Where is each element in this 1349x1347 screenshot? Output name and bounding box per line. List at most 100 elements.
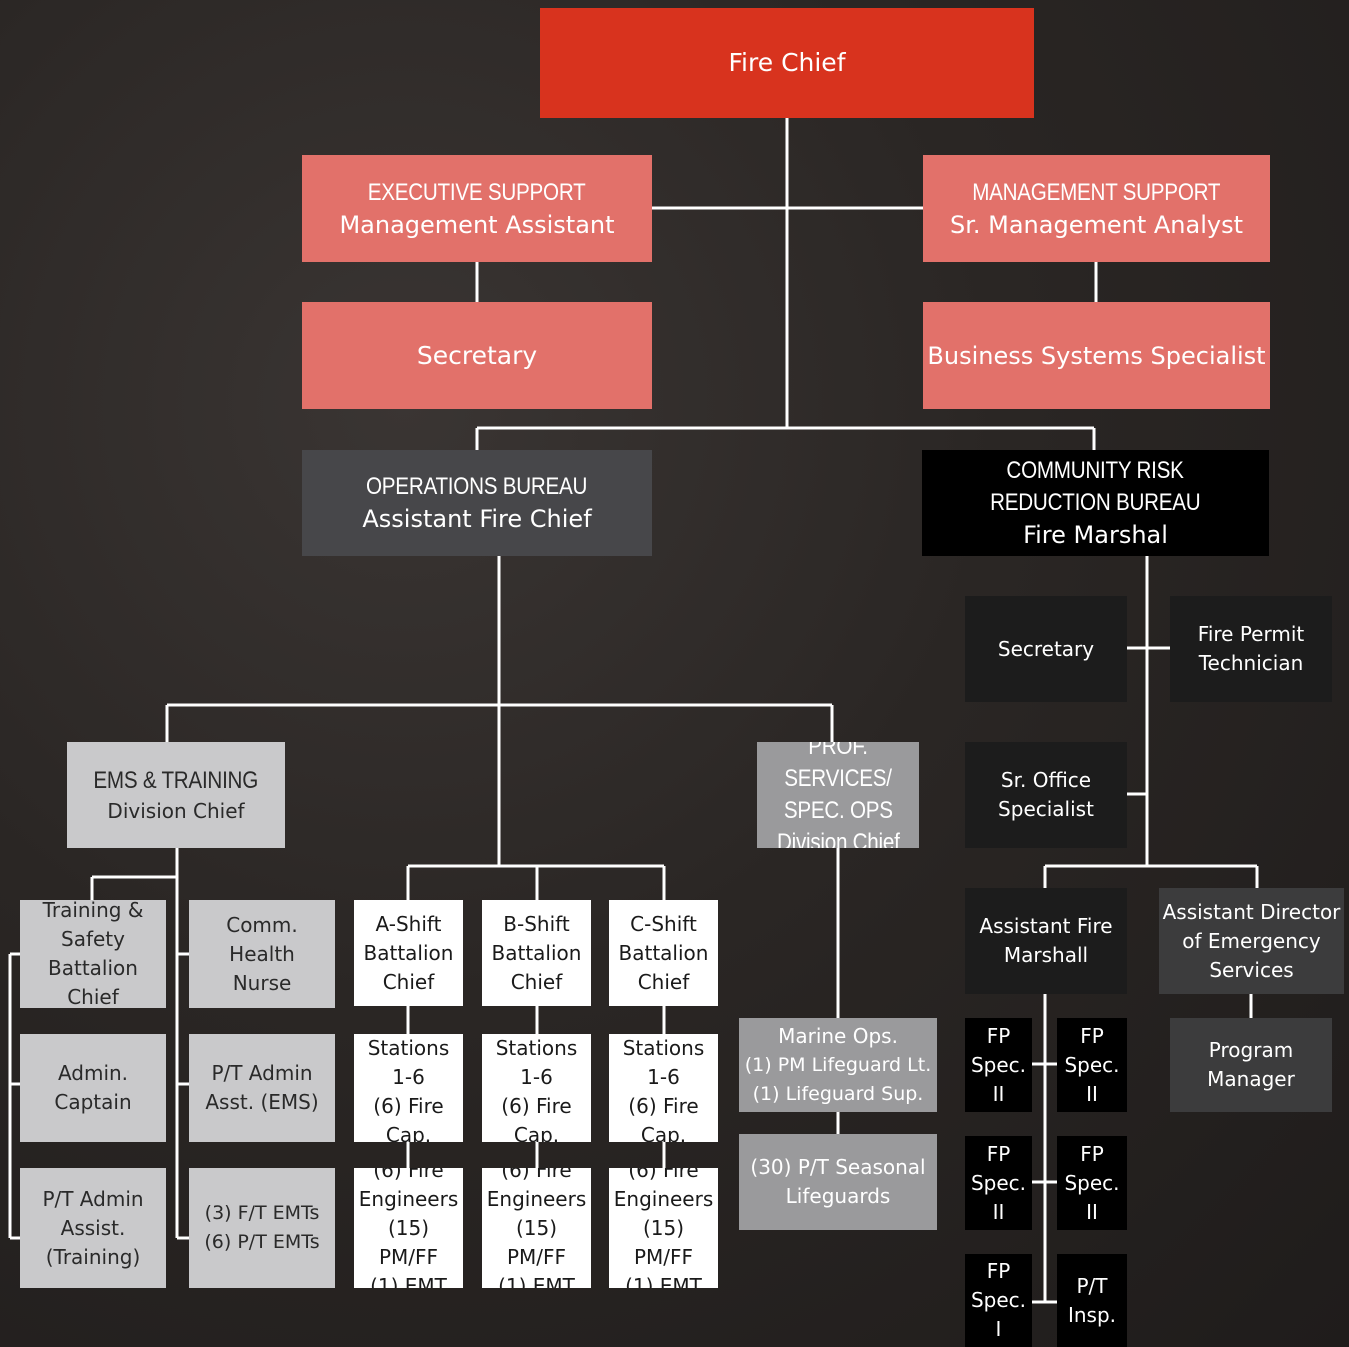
program-manager-box: Program Manager [1170,1018,1332,1112]
pt-inspector-box: P/T Insp. [1057,1254,1127,1347]
secretary-exec-box: Secretary [302,302,652,409]
text-line: (1) EMT [498,1273,575,1289]
fp-spec-box: FP Spec. I [965,1254,1032,1347]
text-line: Safety [61,927,125,951]
ems-training-box: EMS & TRAINING Division Chief [67,742,285,848]
program-line: Program [1208,1038,1294,1062]
text-line: (6) Fire [373,1168,444,1182]
manager-line: Manager [1207,1067,1295,1091]
stations-box: Stations 1-6 (6) Fire Cap. [609,1034,718,1142]
text-line: (15) PM/FF [378,1215,439,1269]
text-line: Marine Ops. [778,1023,898,1048]
spec-ops-line: SPEC. OPS [783,797,893,824]
seasonal-lifeguards-box: (30) P/T Seasonal Lifeguards [739,1134,937,1230]
text-line: (1) PM Lifeguard Lt. [744,1053,932,1076]
fire-permit-line: Fire Permit [1197,622,1305,646]
business-systems-label: Business Systems Specialist [927,341,1266,370]
secretary-label: Secretary [416,340,538,370]
level-line: II [992,1199,1005,1224]
services-line: Services [1209,957,1294,982]
text-line: Lifeguards [785,1184,891,1208]
engineers-box: (6) Fire Engineers (15) PM/FF (1) EMT [354,1168,463,1288]
text-line: Nurse [232,970,292,995]
text-line: Stations [495,1036,578,1060]
text-line: Health [229,941,295,966]
text-line: Cap. [513,1123,560,1142]
prof-services-line: PROF. SERVICES/ [784,742,892,792]
fire-marshal-label: Fire Marshal [1023,521,1168,549]
emts-box: (3) F/T EMTs (6) P/T EMTs [189,1168,335,1288]
technician-line: Technician [1198,651,1304,675]
c-shift-battalion-chief-box: C-Shift Battalion Chief [609,900,718,1006]
of-emergency-line: of Emergency [1182,928,1321,953]
stations-box: Stations 1-6 (6) Fire Cap. [354,1034,463,1142]
text-line: Battalion [618,940,709,965]
spec-line: Spec. [970,1170,1027,1195]
text-line: (15) PM/FF [506,1215,567,1269]
text-line: Asst. (EMS) [205,1090,319,1114]
text-line: Engineers [613,1186,714,1211]
text-line: (15) PM/FF [633,1215,694,1269]
text-line: Admin. [57,1061,129,1085]
fp-spec-box: FP Spec. II [1057,1136,1127,1230]
spec-line: Spec. [1064,1170,1120,1195]
text-line: C-Shift [630,911,697,936]
fire-permit-technician-box: Fire Permit Technician [1170,596,1332,702]
text-line: Stations [622,1036,705,1060]
text-line: Chief [67,985,119,1008]
text-line: Cap. [385,1123,432,1142]
spec-line: Spec. [1064,1052,1120,1077]
text-line: (30) P/T Seasonal [750,1155,926,1179]
fire-chief-box: Fire Chief [540,8,1034,118]
text-line: (Training) [45,1244,141,1269]
comm-health-nurse-box: Comm. Health Nurse [189,900,335,1008]
sr-office-specialist-box: Sr. Office Specialist [965,742,1127,848]
ems-training-heading: EMS & TRAINING [93,766,259,794]
crr-secretary-label: Secretary [997,636,1095,661]
assistant-fire-chief-label: Assistant Fire Chief [362,505,592,533]
crr-heading-line-2: REDUCTION BUREAU [990,489,1201,516]
b-shift-battalion-chief-box: B-Shift Battalion Chief [482,900,591,1006]
prof-services-box: PROF. SERVICES/ SPEC. OPS Division Chief [757,742,919,848]
text-line: Training & [42,900,144,922]
text-line: 1-6 [520,1065,553,1089]
operations-bureau-box: OPERATIONS BUREAU Assistant Fire Chief [302,450,652,556]
text-line: Chief [637,969,690,994]
text-line: Stations [367,1036,450,1060]
specialist-line: Specialist [998,797,1094,821]
pt-admin-training-box: P/T Admin Assist. (Training) [20,1168,166,1288]
text-line: (6) Fire [373,1094,444,1118]
text-line: B-Shift [503,911,570,936]
text-line: Cap. [640,1123,687,1142]
sr-management-analyst-label: Sr. Management Analyst [949,210,1243,239]
text-line: (6) Fire [501,1094,572,1118]
training-safety-box: Training & Safety Battalion Chief [20,900,166,1008]
text-line: Battalion [491,940,582,965]
text-line: (1) Lifeguard Sup. [752,1082,924,1105]
crr-secretary-box: Secretary [965,596,1127,702]
level-line: I [995,1317,1002,1341]
admin-captain-box: Admin. Captain [20,1034,166,1142]
text-line: (6) P/T EMTs [204,1231,320,1253]
assistant-fire-line: Assistant Fire [979,914,1113,938]
crr-bureau-box: COMMUNITY RISK REDUCTION BUREAU Fire Mar… [922,450,1269,556]
text-line: Battalion [363,940,454,965]
fp-line: FP [1080,1141,1104,1166]
fp-spec-box: FP Spec. II [1057,1018,1127,1112]
text-line: (3) F/T EMTs [204,1202,320,1224]
insp-line: Insp. [1067,1302,1117,1327]
marine-ops-box: Marine Ops. (1) PM Lifeguard Lt. (1) Lif… [739,1018,937,1112]
executive-support-box: EXECUTIVE SUPPORT Management Assistant [302,155,652,262]
text-line: 1-6 [392,1065,425,1089]
assistant-director-line: Assistant Director [1162,899,1341,924]
text-line: Engineers [358,1186,459,1211]
marshall-line: Marshall [1003,943,1089,967]
text-line: Engineers [486,1186,587,1211]
text-line: Captain [54,1090,132,1114]
level-line: II [992,1081,1005,1106]
spec-line: Spec. [970,1288,1027,1312]
text-line: A-Shift [375,911,442,936]
fp-line: FP [986,1141,1011,1166]
text-line: (6) Fire [628,1168,699,1182]
stations-box: Stations 1-6 (6) Fire Cap. [482,1034,591,1142]
